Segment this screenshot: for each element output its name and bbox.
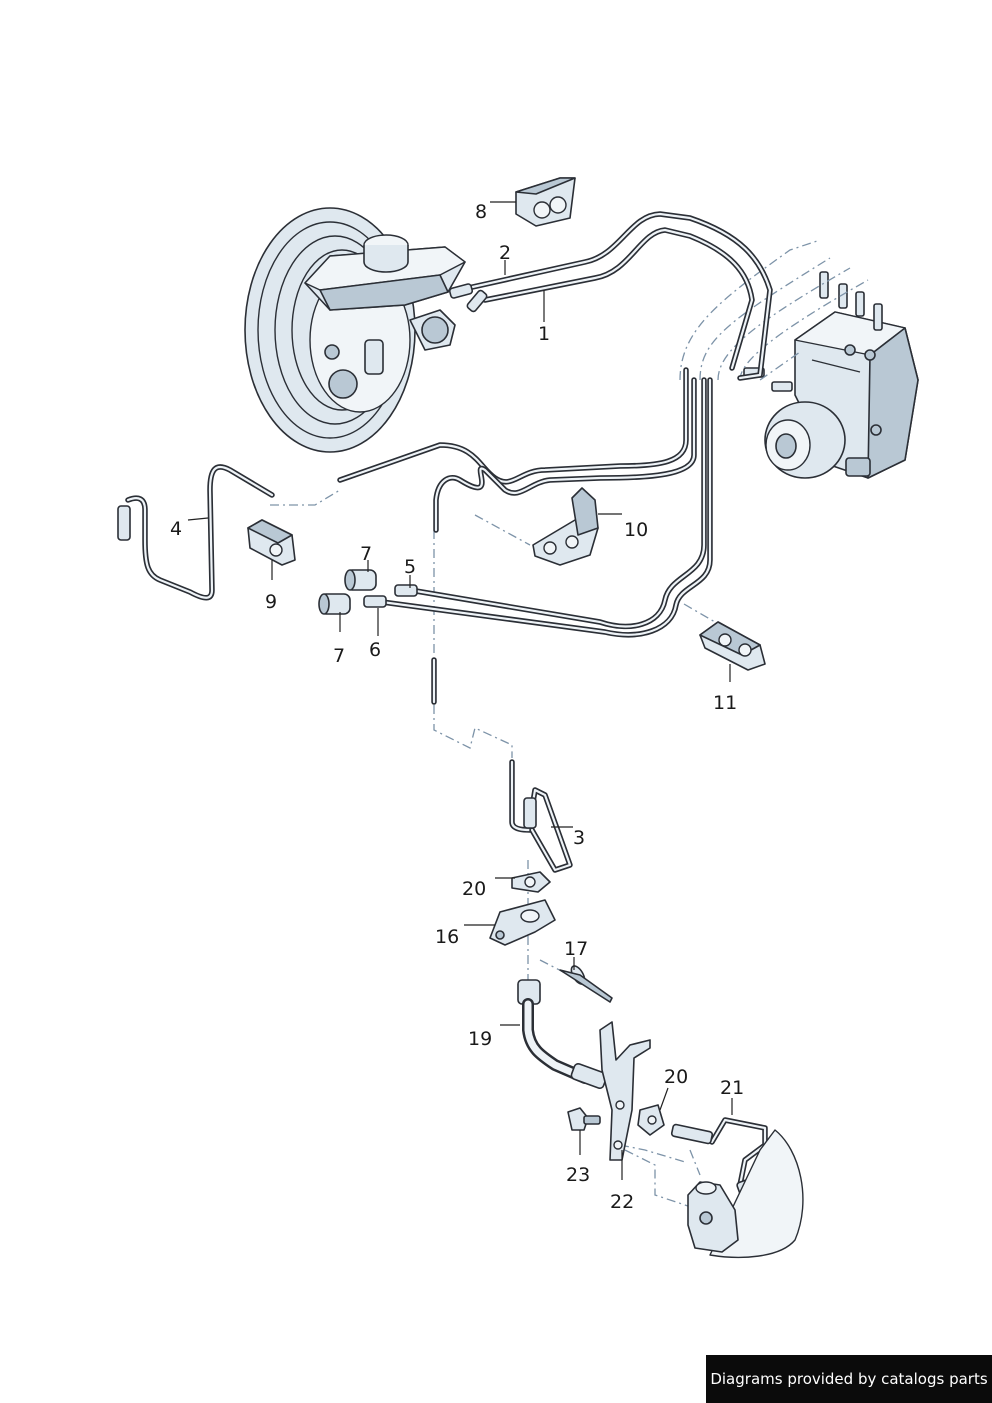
callout-6: 6	[369, 639, 381, 661]
callout-21: 21	[720, 1077, 744, 1099]
part-8-pipe-bracket	[515, 177, 576, 227]
callout-20-upper: 20	[462, 878, 486, 900]
credit-banner: Diagrams provided by catalogs parts	[706, 1355, 992, 1403]
callout-3: 3	[573, 827, 585, 849]
abs-hydraulic-unit	[764, 311, 919, 479]
part-22-hose-bracket	[599, 1021, 651, 1161]
part-11-pipe-clip	[699, 621, 766, 671]
callout-10: 10	[624, 519, 648, 541]
part-19-brake-hose	[517, 979, 608, 1090]
callout-16: 16	[435, 926, 459, 948]
part-6-union-nut	[363, 595, 387, 608]
callout-leader-lines	[187, 201, 733, 1180]
credit-text: Diagrams provided by catalogs parts	[710, 1370, 988, 1388]
callout-8: 8	[475, 201, 487, 223]
callout-9: 9	[265, 591, 277, 613]
callout-2: 2	[499, 242, 511, 264]
part-10-clip-holder	[532, 487, 599, 566]
callout-11: 11	[713, 692, 737, 714]
callout-1: 1	[538, 323, 550, 345]
part-16-bracket-plate	[489, 899, 556, 946]
callout-7-upper: 7	[360, 543, 372, 565]
part-7-sealing-cap-lower	[318, 593, 351, 615]
callout-22: 22	[610, 1191, 634, 1213]
part-20-retaining-clip-upper	[511, 871, 551, 893]
brake-caliper-and-shield	[687, 1129, 804, 1259]
callout-23: 23	[566, 1164, 590, 1186]
callout-4: 4	[170, 518, 182, 540]
callout-labels: 1 2 3 4 5 6 7 7 8 9 10 11 16 17 19 20 20…	[170, 201, 744, 1213]
part-20-retaining-clip-lower	[637, 1104, 665, 1136]
brake-pipes	[125, 211, 773, 1188]
part-23-hex-bolt	[567, 1107, 601, 1131]
abs-union-fittings	[743, 271, 883, 392]
part-17-expanding-rivet	[559, 965, 613, 1003]
callout-5: 5	[404, 556, 416, 578]
callout-19: 19	[468, 1028, 492, 1050]
callout-20-lower: 20	[664, 1066, 688, 1088]
master-cylinder-reservoir	[304, 234, 466, 375]
part-5-union-nut	[394, 584, 418, 597]
callout-7-lower: 7	[333, 645, 345, 667]
part-9-pipe-clip	[247, 519, 296, 566]
part-7-sealing-cap-upper	[344, 569, 377, 591]
callout-17: 17	[564, 938, 588, 960]
